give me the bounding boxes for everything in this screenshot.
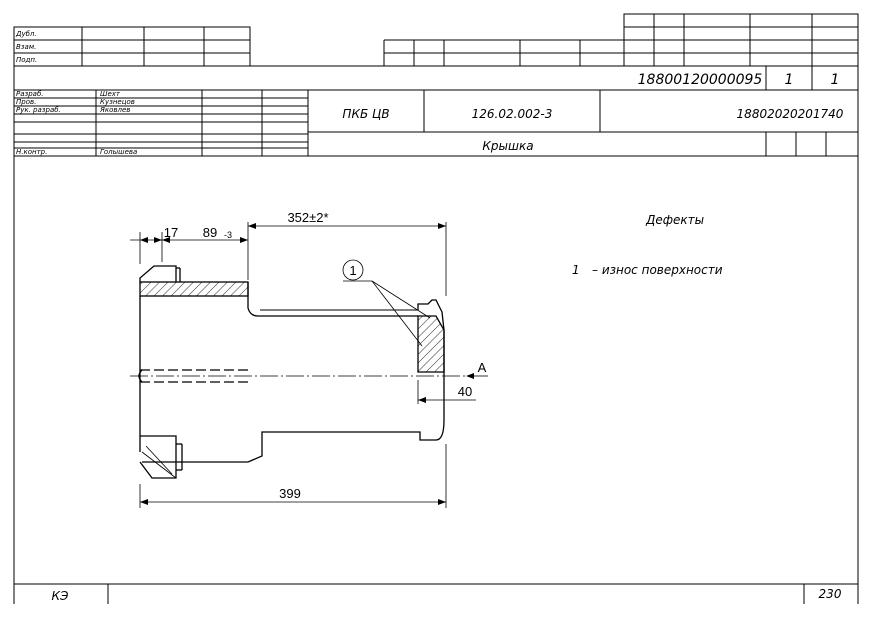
dim-17: 17	[164, 225, 178, 240]
dim-89-tolerance: -3	[224, 230, 232, 240]
role-name: Кузнецов	[100, 98, 135, 106]
organization: ПКБ ЦВ	[342, 107, 389, 121]
role-name: Голышева	[100, 148, 137, 156]
doc-number-top: 18800120000095	[638, 72, 763, 88]
product-code: 18802020201740	[737, 107, 844, 121]
sheet-number: 1	[785, 72, 794, 88]
role-label: Разраб.	[16, 90, 44, 98]
drawing-number: 126.02.002-3	[472, 107, 553, 121]
part-outline	[138, 265, 445, 479]
legend-item-number: 1	[572, 263, 580, 277]
role-name: Шехт	[100, 90, 121, 98]
sheet-frame	[13, 156, 859, 604]
title-block	[13, 13, 859, 157]
view-label: А	[478, 360, 487, 375]
role-label: Н.контр.	[16, 148, 47, 156]
sheet-count: 1	[831, 72, 840, 88]
label-dubl: Дубл.	[15, 30, 37, 38]
role-label: Рук. разраб.	[16, 106, 61, 114]
page-number: 230	[819, 587, 842, 601]
dim-40: 40	[458, 384, 472, 399]
role-label: Пров.	[16, 98, 36, 106]
doc-type: КЭ	[52, 589, 70, 603]
label-vzam: Взам.	[16, 43, 36, 51]
dim-399: 399	[279, 486, 301, 501]
dim-89: 89	[203, 225, 217, 240]
legend-title: Дефекты	[645, 213, 704, 227]
role-name: Яковлев	[99, 106, 130, 114]
label-podp: Подп.	[16, 56, 37, 64]
dimension-arrows	[140, 223, 474, 505]
dim-352: 352±2*	[287, 210, 328, 225]
part-name: Крышка	[482, 139, 533, 153]
legend-item-text: – износ поверхности	[592, 263, 723, 277]
defect-callout: 1	[349, 263, 356, 278]
